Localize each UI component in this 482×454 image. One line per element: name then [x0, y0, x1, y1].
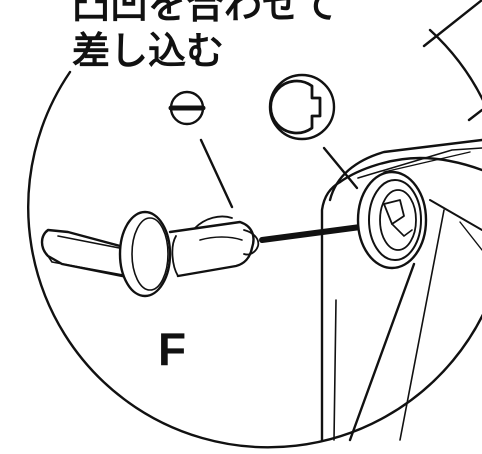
instruction-line-1: 凸凹を合わせて [72, 0, 339, 27]
key-shape-icon [168, 90, 206, 126]
frame-post [320, 138, 482, 442]
detail-circle [27, 28, 482, 449]
slot-shape-icon [268, 73, 336, 141]
instruction-line-2: 差し込む [72, 29, 225, 73]
part-f-knob [40, 210, 260, 298]
slot-leader-line [322, 146, 359, 190]
part-label: F [158, 323, 187, 375]
key-leader-line [199, 138, 234, 209]
callout-line-top [422, 0, 482, 48]
callout-line-right [467, 108, 482, 122]
